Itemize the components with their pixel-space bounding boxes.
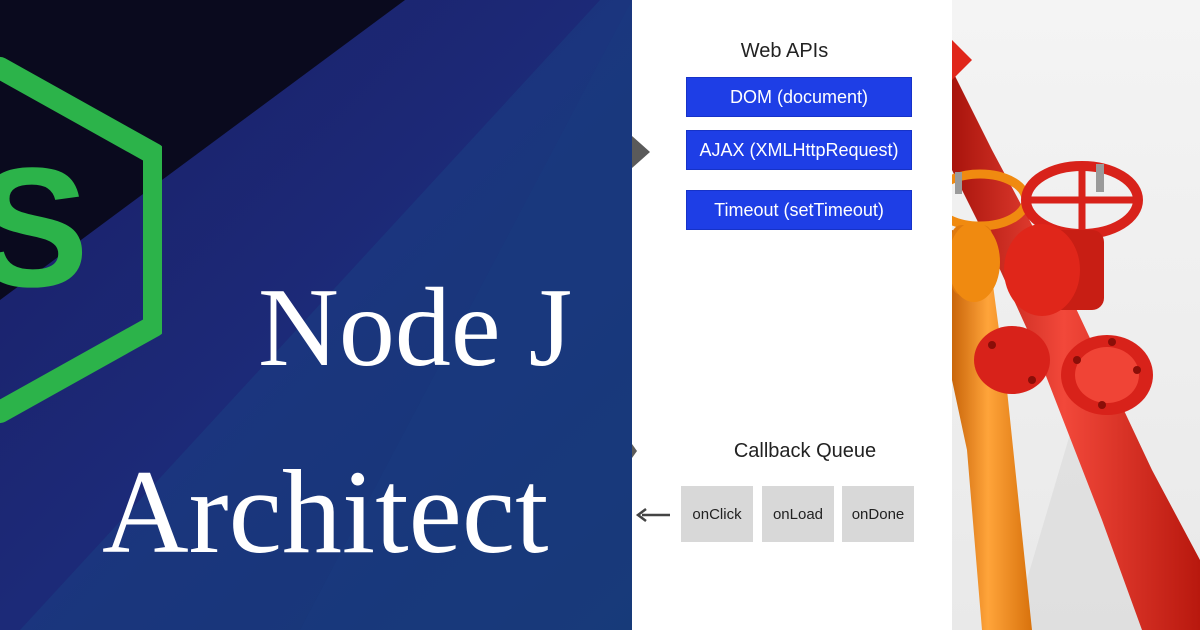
nodejs-title-card: S Node J Architect	[0, 0, 632, 630]
logo-letter-s: S	[0, 133, 89, 323]
web-api-ajax-box: AJAX (XMLHttpRequest)	[686, 130, 912, 170]
callback-queue-item-ondone: onDone	[842, 486, 914, 542]
arrow-right-icon	[632, 136, 650, 168]
pipes-valves-illustration	[952, 40, 1200, 630]
event-loop-diagram: Web APIs DOM (document) AJAX (XMLHttpReq…	[632, 0, 952, 630]
arrow-small-icon	[632, 444, 637, 458]
arrow-left-icon	[635, 508, 670, 522]
web-api-dom-box: DOM (document)	[686, 77, 912, 117]
callback-queue-item-onload: onLoad	[762, 486, 834, 542]
pipes-and-valves-image	[952, 0, 1200, 630]
callback-queue-item-onclick: onClick	[681, 486, 753, 542]
callback-queue-heading: Callback Queue	[733, 440, 877, 462]
nodejs-hexagon-logo-icon: S	[0, 57, 162, 423]
title-line-1: Node J	[258, 266, 573, 390]
web-apis-heading: Web APIs	[740, 40, 829, 62]
diagonal-background	[0, 0, 632, 630]
title-line-2: Architect	[102, 445, 549, 578]
web-api-timeout-box: Timeout (setTimeout)	[686, 190, 912, 230]
